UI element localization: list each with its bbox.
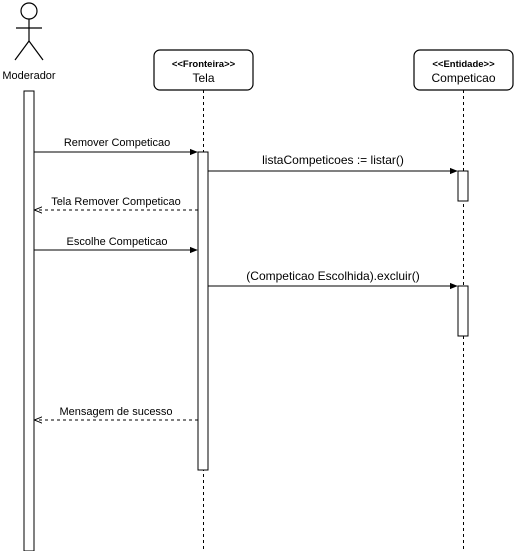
participant-competicao[interactable]: <<Entidade>> Competicao [413,49,514,91]
participant-stereotype: <<Entidade>> [432,59,495,70]
activation-tela [197,151,209,471]
message-label: (Competicao Escolhida).excluir() [246,269,419,283]
message-label: listaCompeticoes := listar() [262,153,404,167]
participant-tela[interactable]: <<Fronteira>> Tela [153,49,254,91]
participant-name: Competicao [431,71,495,85]
activation-competicao-2 [457,285,469,337]
message-excluir[interactable]: (Competicao Escolhida).excluir() [208,269,458,290]
participant-name: Tela [192,71,214,85]
message-tela-remover-competicao[interactable]: Tela Remover Competicao [35,196,198,210]
message-label: Mensagem de sucesso [59,406,172,418]
participant-stereotype: <<Fronteira>> [172,59,236,70]
message-escolhe-competicao[interactable]: Escolhe Competicao [34,236,198,254]
stick-figure-icon [14,2,44,61]
actor-moderador[interactable]: Moderador [2,2,56,82]
message-label: Remover Competicao [64,137,170,149]
activation-competicao-1 [457,170,469,202]
actor-name: Moderador [2,70,56,82]
activation-moderador [23,90,35,552]
message-mensagem-de-sucesso[interactable]: Mensagem de sucesso [35,406,198,420]
message-label: Escolhe Competicao [67,236,168,248]
message-label: Tela Remover Competicao [51,196,181,208]
message-remover-competicao[interactable]: Remover Competicao [34,137,198,156]
message-listar[interactable]: listaCompeticoes := listar() [208,153,458,175]
